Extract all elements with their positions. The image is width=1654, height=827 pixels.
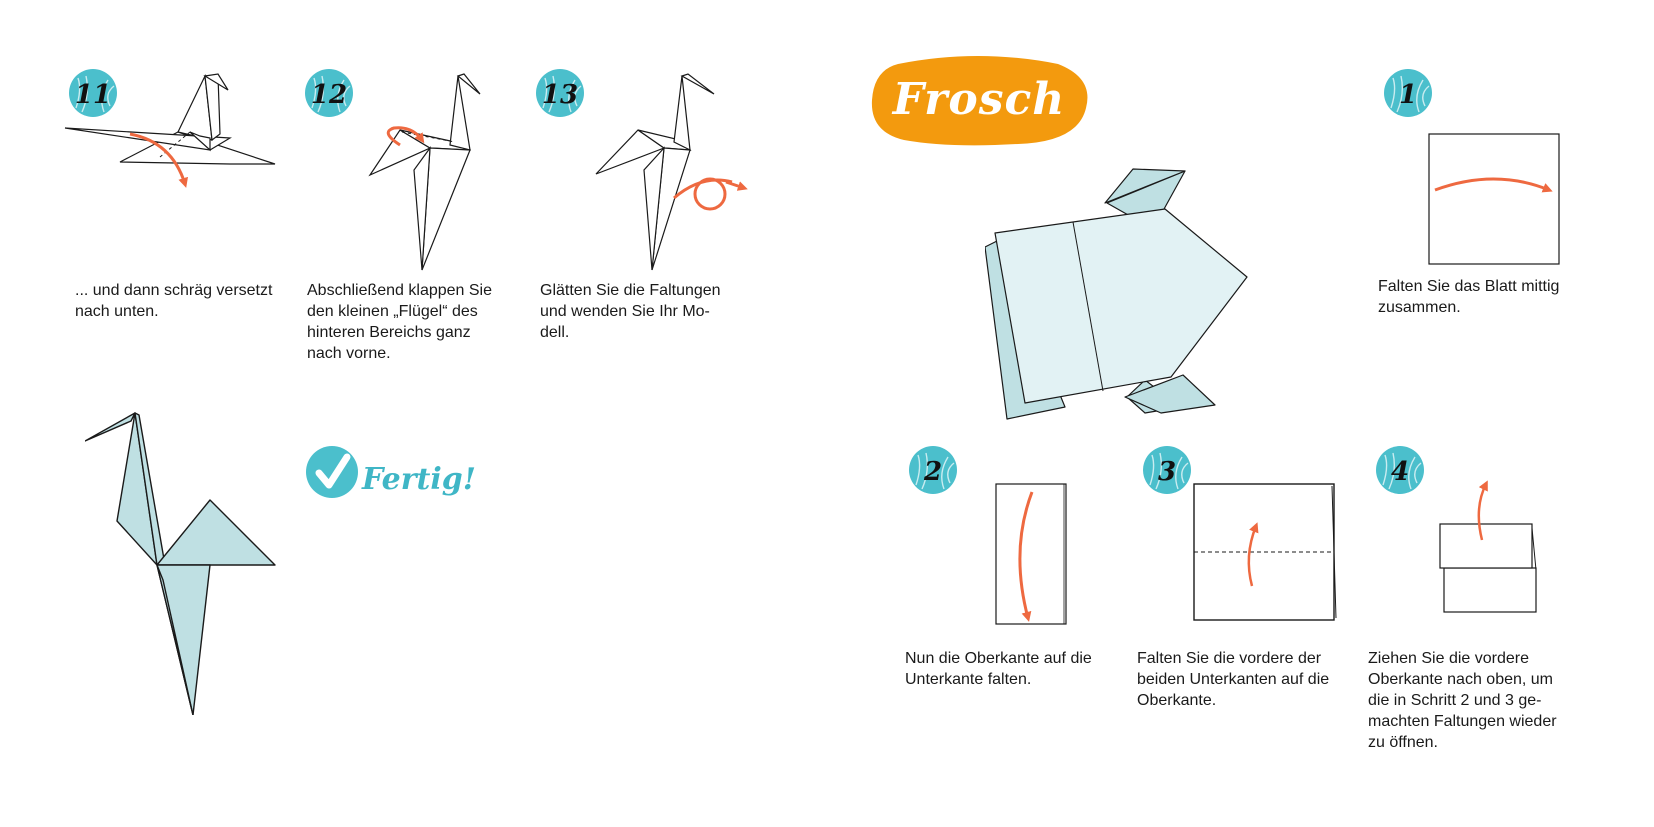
step-number: 3 xyxy=(1158,457,1176,487)
caption-line: hinteren Bereichs ganz xyxy=(307,324,471,341)
step-number: 13 xyxy=(542,80,578,110)
caption-line: Glätten Sie die Faltungen xyxy=(540,282,721,299)
caption-line: Oberkante. xyxy=(1137,692,1217,709)
caption-line: machten Faltungen wieder xyxy=(1368,713,1557,730)
step-11-caption: ... und dann schräg versetzt nach unten. xyxy=(75,280,272,322)
caption-line: Ziehen Sie die vordere xyxy=(1368,650,1529,667)
caption-line: Nun die Oberkante auf die xyxy=(905,650,1092,667)
step-13-crane-diagram xyxy=(595,73,748,271)
step-11-badge: 11 xyxy=(69,69,117,117)
caption-line: dell. xyxy=(540,324,570,341)
step-number: 1 xyxy=(1399,80,1417,110)
caption-line: Falten Sie das Blatt mittig xyxy=(1378,278,1560,295)
frog-step-3-caption: Falten Sie die vordere der beiden Unterk… xyxy=(1137,648,1329,711)
frog-step-3-diagram xyxy=(1193,483,1337,621)
frog-step-3-badge: 3 xyxy=(1143,446,1191,494)
step-number: 2 xyxy=(923,457,942,487)
caption-line: zusammen. xyxy=(1378,299,1461,316)
caption-line: nach vorne. xyxy=(307,345,391,362)
checkmark-icon xyxy=(306,446,358,498)
caption-line: nach unten. xyxy=(75,303,159,320)
frog-illustration xyxy=(985,168,1248,420)
caption-line: zu öffnen. xyxy=(1368,734,1438,751)
caption-line: beiden Unterkanten auf die xyxy=(1137,671,1330,688)
frog-step-2-caption: Nun die Oberkante auf die Unterkante fal… xyxy=(905,648,1092,690)
frog-step-2-diagram xyxy=(995,483,1067,625)
caption-line: den kleinen „Flügel“ des xyxy=(307,303,478,320)
step-number: 4 xyxy=(1391,457,1409,487)
frog-step-4-badge: 4 xyxy=(1376,446,1424,494)
title-blob xyxy=(871,56,1088,146)
page-title: Frosch xyxy=(892,74,1066,125)
frog-step-4-diagram xyxy=(1439,480,1537,613)
caption-line: Abschließend klappen Sie xyxy=(307,282,493,299)
caption-line: Unterkante falten. xyxy=(905,671,1032,688)
caption-line: Oberkante nach oben, um xyxy=(1368,671,1554,688)
step-12-caption: Abschließend klappen Sie den kleinen „Fl… xyxy=(307,280,492,364)
caption-line: die in Schritt 2 und 3 ge- xyxy=(1368,692,1542,709)
frog-step-4-caption: Ziehen Sie die vordere Oberkante nach ob… xyxy=(1368,648,1557,753)
caption-line: Falten Sie die vordere der xyxy=(1137,650,1322,667)
caption-line: und wenden Sie Ihr Mo- xyxy=(540,303,710,320)
frog-step-2-badge: 2 xyxy=(909,446,957,494)
frog-step-1-diagram xyxy=(1428,133,1560,265)
step-13-badge: 13 xyxy=(536,69,584,117)
step-number: 11 xyxy=(75,80,111,110)
step-11-crane-diagram xyxy=(64,73,276,188)
step-12-badge: 12 xyxy=(305,69,353,117)
frog-step-1-caption: Falten Sie das Blatt mittig zusammen. xyxy=(1378,276,1559,318)
step-12-crane-diagram xyxy=(368,73,481,271)
caption-line: ... und dann schräg versetzt xyxy=(75,282,273,299)
step-number: 12 xyxy=(311,80,347,110)
frog-step-1-badge: 1 xyxy=(1384,69,1432,117)
done-label: Fertig! xyxy=(362,462,476,497)
step-13-caption: Glätten Sie die Faltungen und wenden Sie… xyxy=(540,280,721,343)
finished-crane-illustration xyxy=(85,412,276,715)
